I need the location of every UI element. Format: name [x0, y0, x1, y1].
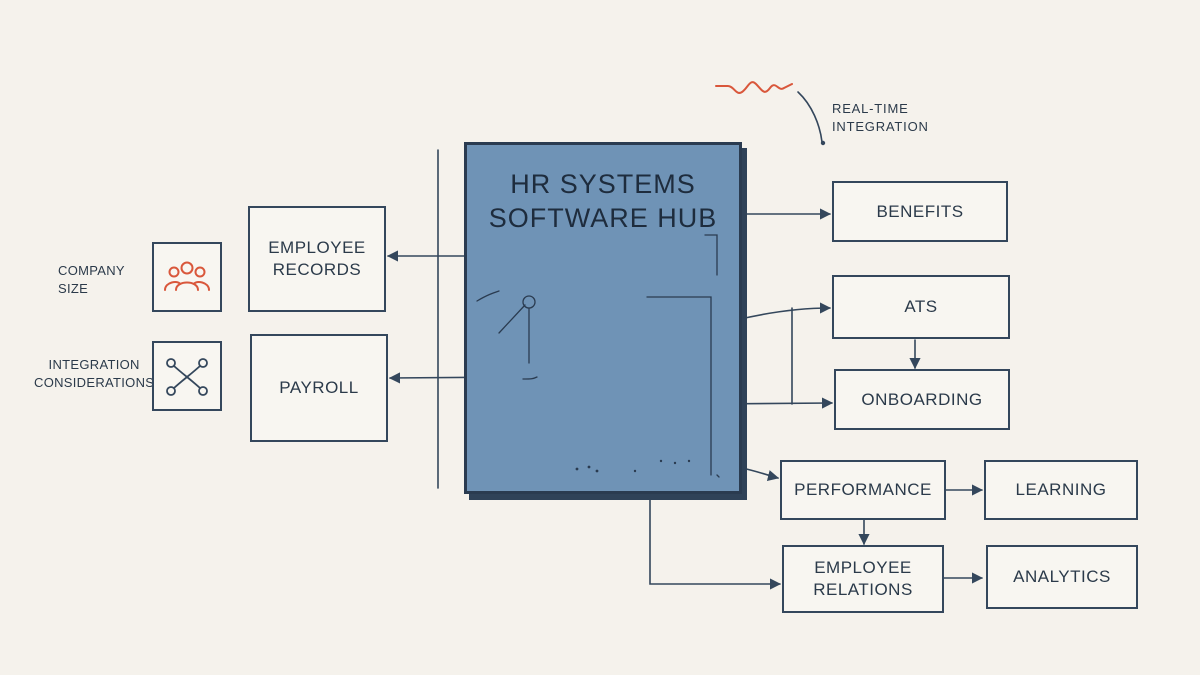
squiggle-mark — [715, 81, 793, 94]
employee-relations-box[interactable]: EMPLOYEE RELATIONS — [782, 545, 944, 613]
note-dot — [820, 140, 826, 146]
company-size-label: COMPANY SIZE — [58, 263, 125, 296]
learning-box[interactable]: LEARNING — [984, 460, 1138, 520]
analytics-box[interactable]: ANALYTICS — [986, 545, 1138, 609]
people-group-icon — [164, 261, 210, 291]
benefits-box[interactable]: BENEFITS — [832, 181, 1008, 242]
arrow-to-ats — [735, 302, 832, 321]
note-leader-line — [797, 91, 823, 143]
ats-box[interactable]: ATS — [832, 275, 1010, 339]
connector-cross-icon — [166, 358, 208, 396]
arrow-to-employee-relations — [649, 493, 782, 590]
payroll-box[interactable]: PAYROLL — [250, 334, 388, 442]
real-time-integration-note: REAL-TIME INTEGRATION — [832, 101, 929, 134]
hub-sketch-marks — [476, 234, 720, 478]
employee-records-box[interactable]: EMPLOYEE RECORDS — [248, 206, 386, 312]
arrow-to-performance — [741, 467, 780, 481]
company-size-icon-box — [152, 242, 222, 312]
hub-title: HR SYSTEMS SOFTWARE HUB — [488, 169, 718, 233]
performance-box[interactable]: PERFORMANCE — [780, 460, 946, 520]
integration-icon-box — [152, 341, 222, 411]
onboarding-box[interactable]: ONBOARDING — [834, 369, 1010, 430]
hr-systems-hub[interactable]: HR SYSTEMS SOFTWARE HUB — [464, 142, 742, 494]
integration-considerations-label: INTEGRATION CONSIDERATIONS — [34, 357, 155, 390]
